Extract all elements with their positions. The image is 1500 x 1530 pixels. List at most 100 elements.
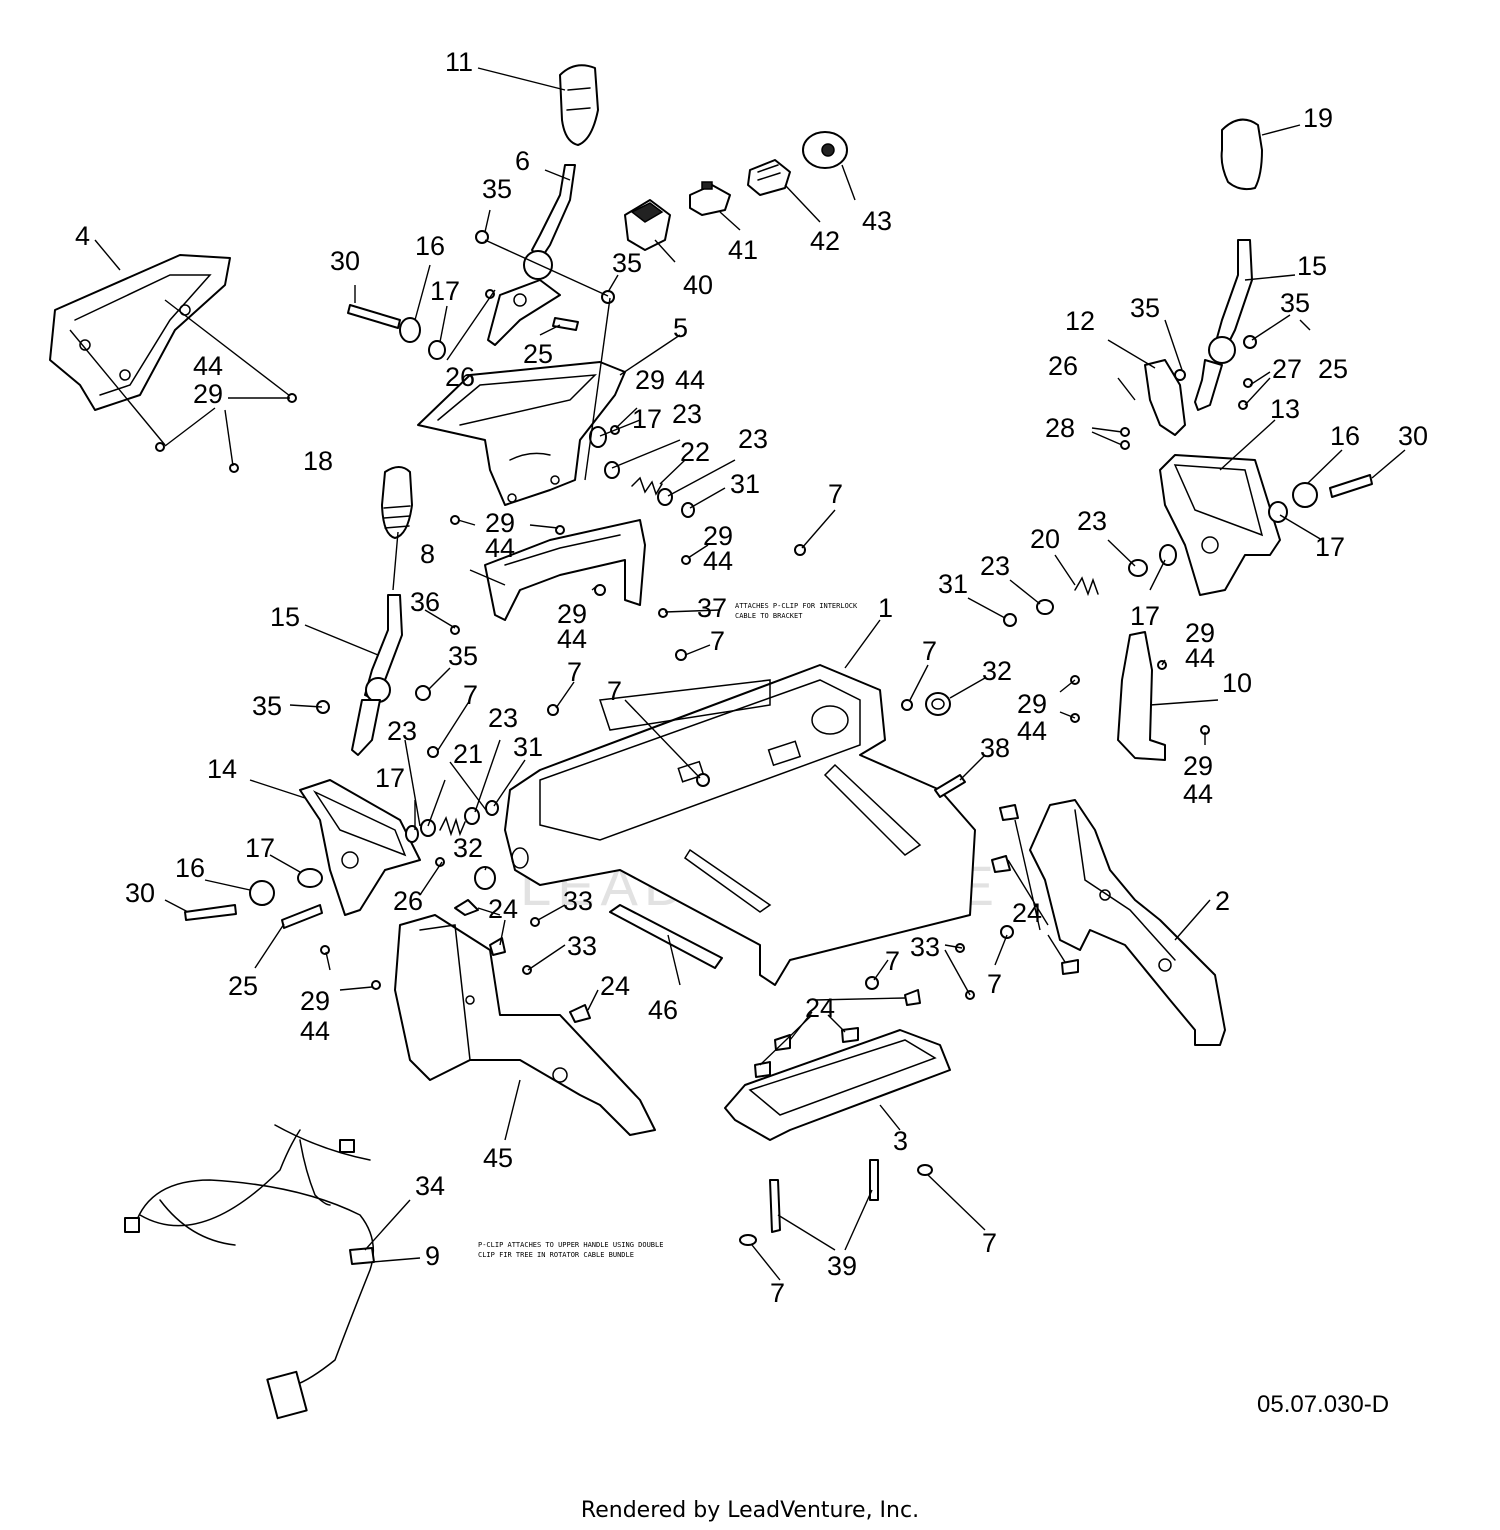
callout-7-right-a: 7 — [922, 636, 937, 666]
callout-42: 42 — [810, 226, 840, 256]
callout-35-left: 35 — [448, 641, 478, 671]
callout-44-bracket: 44 — [485, 533, 515, 563]
callout-19: 19 — [1303, 103, 1333, 133]
callout-29-upper-left: 29 — [193, 379, 223, 409]
callout-44-bracket-b: 44 — [557, 624, 587, 654]
callout-1: 1 — [878, 593, 893, 623]
callout-46: 46 — [648, 995, 678, 1025]
callout-40: 40 — [683, 270, 713, 300]
part-38-bolt — [934, 774, 966, 798]
callout-29-right-a: 29 — [1017, 689, 1047, 719]
callout-29-bracket: 29 — [485, 508, 515, 538]
svg-text:ATTACHES P-CLIP FOR INTERLOCK: ATTACHES P-CLIP FOR INTERLOCK — [735, 602, 858, 610]
callout-27: 27 — [1272, 354, 1302, 384]
callout-23-right-b: 23 — [1077, 506, 1107, 536]
callout-29-left-frame: 29 — [300, 986, 330, 1016]
callout-44-panel-b: 44 — [703, 546, 733, 576]
part-13-panel-right — [1159, 454, 1281, 596]
callout-44-panel: 44 — [675, 365, 705, 395]
callout-45: 45 — [483, 1143, 513, 1173]
callout-18: 18 — [303, 446, 333, 476]
callout-39: 39 — [827, 1251, 857, 1281]
part-41-switch — [689, 181, 731, 216]
callout-29-panel: 29 — [635, 365, 665, 395]
callout-23-right-a: 23 — [980, 551, 1010, 581]
part-42-switch — [747, 159, 791, 196]
callout-17-right-a: 17 — [1130, 601, 1160, 631]
callout-8: 8 — [420, 539, 435, 569]
callout-5: 5 — [673, 313, 688, 343]
callout-26-right: 26 — [1048, 351, 1078, 381]
callout-7-upper: 7 — [828, 479, 843, 509]
part-14-panel-left — [299, 779, 421, 916]
callout-30-upper: 30 — [330, 246, 360, 276]
part-30-bolt-lower — [184, 868, 323, 929]
callout-29-right-b: 29 — [1185, 618, 1215, 648]
callout-32-right: 32 — [982, 656, 1012, 686]
callout-35: 35 — [482, 174, 512, 204]
callout-7-lower-right: 7 — [982, 1228, 997, 1258]
part-3-channel — [724, 1029, 951, 1141]
callout-16-left: 16 — [175, 853, 205, 883]
callout-12: 12 — [1065, 306, 1095, 336]
credit-line: Rendered by LeadVenture, Inc. — [581, 1498, 919, 1523]
callout-32-left: 32 — [453, 833, 483, 863]
callout-30-right: 30 — [1398, 421, 1428, 451]
callout-30-left: 30 — [125, 878, 155, 908]
callout-23-left-a: 23 — [387, 716, 417, 746]
callout-25-right: 25 — [1318, 354, 1348, 384]
callout-31-right: 31 — [938, 569, 968, 599]
part-5-housing — [417, 361, 626, 506]
callout-33-right: 33 — [910, 932, 940, 962]
callout-7-left: 7 — [463, 680, 478, 710]
part-45-frame-left — [394, 914, 656, 1136]
part-18-knob — [381, 466, 413, 539]
part-40-switch — [624, 199, 671, 251]
svg-text:P-CLIP ATTACHES TO UPPER HANDL: P-CLIP ATTACHES TO UPPER HANDLE USING DO… — [478, 1241, 663, 1249]
callout-26-left: 26 — [393, 886, 423, 916]
callout-35-left-b: 35 — [252, 691, 282, 721]
callout-25-upper: 25 — [523, 339, 553, 369]
callout-24-right-a: 24 — [1012, 898, 1042, 928]
part-4-cover — [49, 254, 231, 411]
callout-23-left-b: 23 — [488, 703, 518, 733]
part-46-strap — [609, 904, 723, 969]
callout-33-left-b: 33 — [567, 931, 597, 961]
part-6-lever — [487, 164, 576, 346]
callout-29-right-c: 29 — [1183, 751, 1213, 781]
callout-37: 37 — [697, 593, 727, 623]
part-34-harness — [124, 1124, 375, 1420]
reference-code: 05.07.030-D — [1257, 1391, 1389, 1418]
callout-35-right: 35 — [1280, 288, 1310, 318]
svg-text:CLIP FIR TREE IN ROTATOR CABLE: CLIP FIR TREE IN ROTATOR CABLE BUNDLE — [478, 1251, 634, 1259]
note-9: P-CLIP ATTACHES TO UPPER HANDLE USING DO… — [478, 1241, 663, 1259]
part-24-clips — [454, 804, 1079, 1078]
callout-21: 21 — [453, 739, 483, 769]
callout-3: 3 — [893, 1126, 908, 1156]
part-32-grommet — [474, 692, 951, 890]
callout-15-left: 15 — [270, 602, 300, 632]
callout-34: 34 — [415, 1171, 445, 1201]
callout-28: 28 — [1045, 413, 1075, 443]
callout-11: 11 — [445, 47, 473, 77]
part-2-frame-right — [1029, 799, 1226, 1046]
callout-26-upper: 26 — [445, 362, 475, 392]
callout-4: 4 — [75, 221, 90, 251]
part-15-lever-left — [351, 594, 403, 756]
part-19-knob — [1220, 118, 1263, 191]
callout-41: 41 — [728, 235, 758, 265]
svg-text:CABLE TO BRACKET: CABLE TO BRACKET — [735, 612, 803, 620]
part-30-bolt-right — [1003, 474, 1373, 627]
callout-24-right-b: 24 — [805, 993, 835, 1023]
callout-17-left-b: 17 — [245, 833, 275, 863]
callout-36: 36 — [410, 587, 440, 617]
callout-23-panel: 23 — [672, 399, 702, 429]
callout-13: 13 — [1270, 394, 1300, 424]
callout-24-left-b: 24 — [600, 971, 630, 1001]
callout-14: 14 — [207, 754, 237, 784]
callout-17-right-b: 17 — [1315, 532, 1345, 562]
callout-20: 20 — [1030, 524, 1060, 554]
callout-7-mid: 7 — [710, 626, 725, 656]
callout-25-left: 25 — [228, 971, 258, 1001]
